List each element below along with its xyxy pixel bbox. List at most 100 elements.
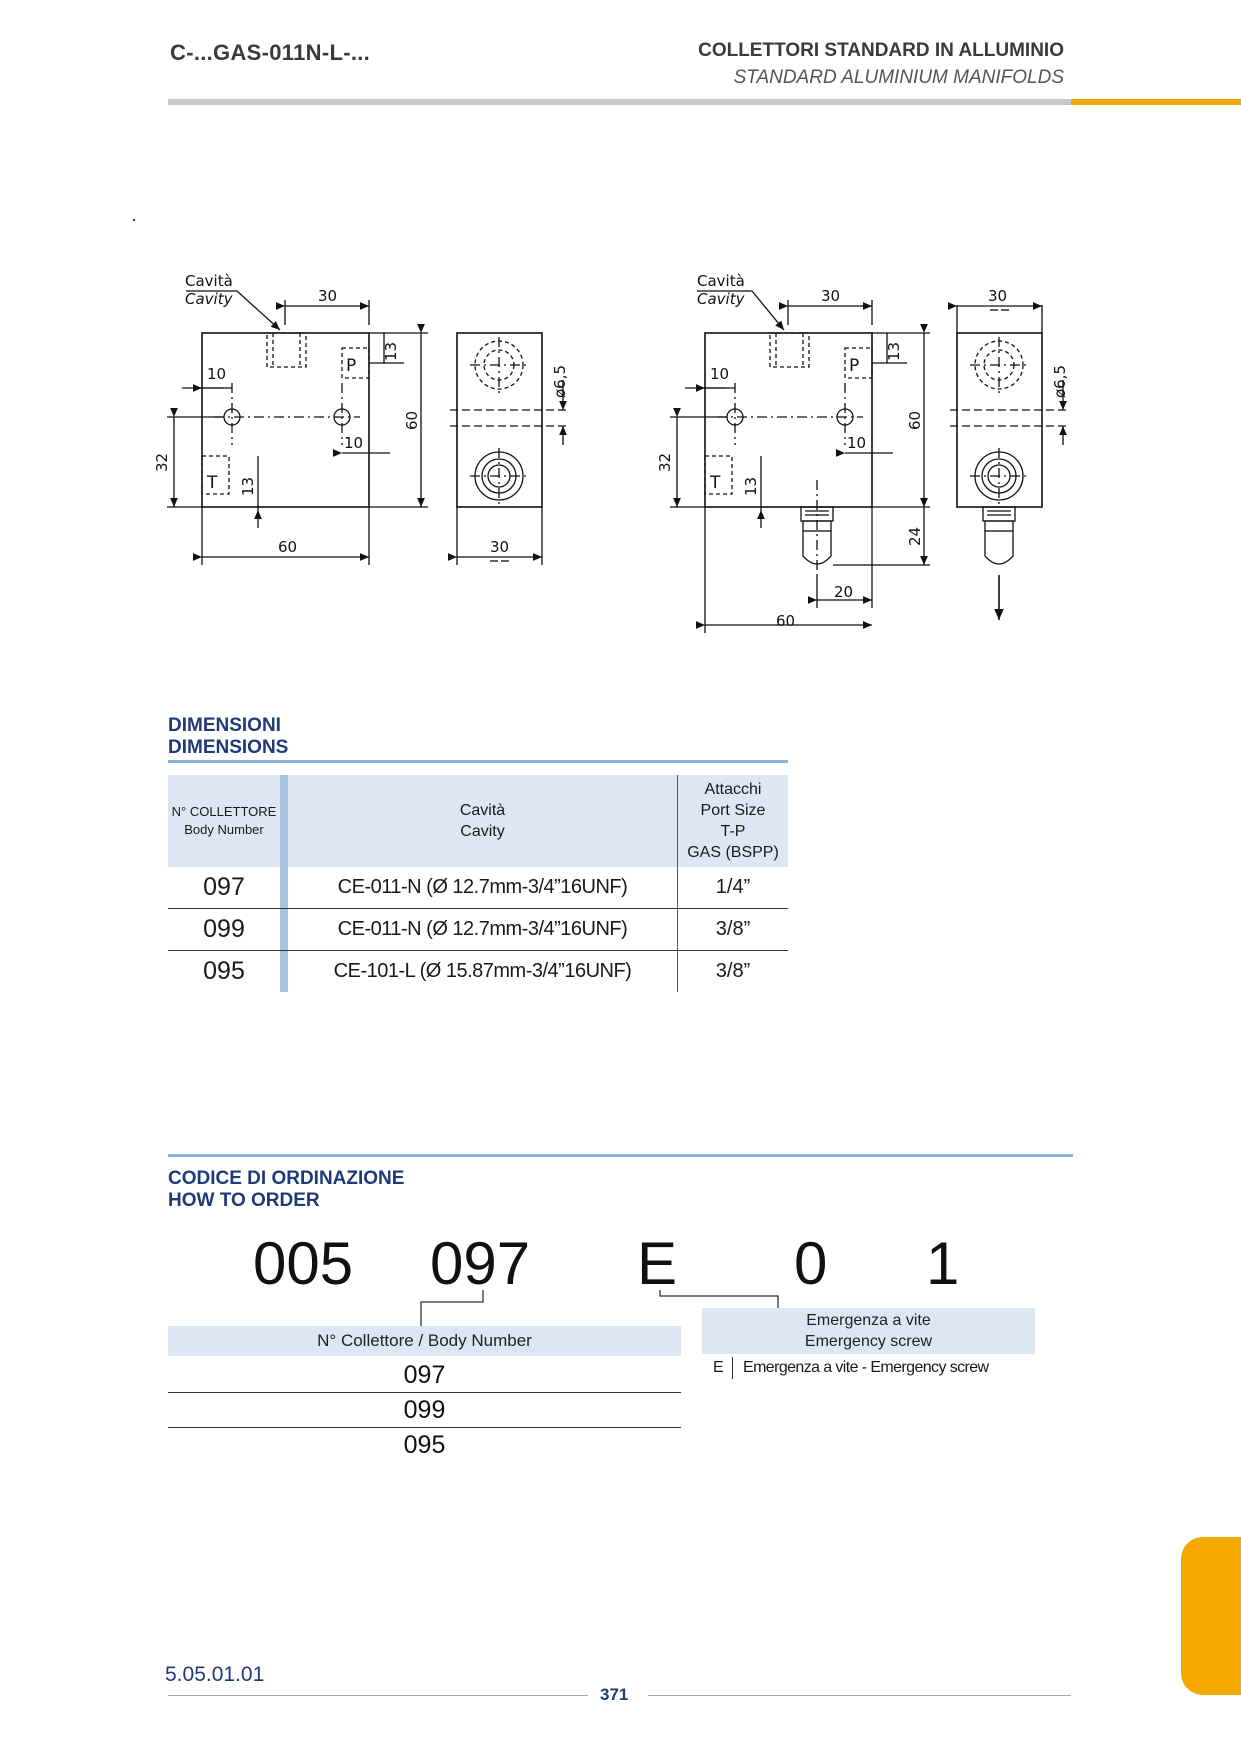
front-view-right [670, 290, 930, 633]
emergency-header-it: Emergenza a vite [806, 1312, 931, 1329]
dim-10-left-b: 10 [344, 434, 363, 452]
code-part-2: 097 [430, 1230, 531, 1297]
order-title-en: HOW TO ORDER [168, 1190, 320, 1211]
dim-60-right-left: 60 [403, 411, 421, 430]
cell-cavity: CE-011-N (Ø 12.7mm-3/4”16UNF) [337, 918, 628, 940]
column-rule [677, 909, 678, 950]
col-body-number-header: N° COLLETTORE Body Number [168, 775, 280, 867]
cell-cavity: CE-101-L (Ø 15.87mm-3/4”16UNF) [333, 960, 632, 982]
technical-drawing: Cavità Cavity 30 P T 10 10 60 30 13 60 3… [153, 272, 1070, 633]
cavity-label-it-left: Cavità [185, 272, 233, 290]
dim-20-right: 20 [834, 583, 853, 601]
list-item: 097 [168, 1358, 681, 1393]
dimensions-title-it: DIMENSIONI [168, 715, 281, 736]
column-separator [280, 951, 288, 992]
port-p-right: P [849, 356, 859, 376]
dimensions-table: N° COLLETTORE Body Number Cavità Cavity … [168, 775, 788, 992]
col-cavity-header: Cavità Cavity [288, 775, 677, 867]
code-part-4: 0 [794, 1230, 828, 1297]
dim-6-5-right: ø6,5 [1051, 365, 1069, 398]
product-code: C-...GAS-011N-L-... [170, 40, 371, 65]
dim-13-bottom-right: 13 [742, 477, 760, 496]
code-part-3: E [637, 1230, 678, 1297]
cell-port-size: 1/4” [715, 876, 751, 898]
dim-6-5-left: ø6,5 [551, 365, 569, 398]
col2-en: Cavity [460, 823, 505, 840]
stray-dot [133, 219, 135, 221]
cell-body-number: 097 [203, 873, 245, 901]
dim-10-left-a: 10 [207, 365, 226, 383]
dimensions-table-header: N° COLLETTORE Body Number Cavità Cavity … [168, 775, 788, 867]
cavity-label-en-left: Cavity [185, 290, 234, 308]
emergency-header-en: Emergency screw [804, 1333, 933, 1350]
column-separator [280, 867, 288, 908]
emergency-option-row: E Emergenza a vite - Emergency screw [713, 1357, 989, 1379]
table-row: 095 CE-101-L (Ø 15.87mm-3/4”16UNF) 3/8” [168, 951, 788, 992]
col3-l2: Port Size [700, 802, 766, 819]
dim-13-top-left: 13 [382, 342, 400, 361]
dimensions-underline [168, 760, 788, 763]
port-p-left: P [346, 356, 356, 376]
dim-30-bottom-side-left: 30 [490, 538, 509, 556]
dim-60-right-right: 60 [906, 411, 924, 430]
code-brackets [420, 1290, 779, 1328]
dimensions-title: DIMENSIONI DIMENSIONS [168, 715, 288, 759]
dim-10-right-b: 10 [847, 434, 866, 452]
cell-cavity: CE-011-N (Ø 12.7mm-3/4”16UNF) [337, 876, 628, 898]
emergency-header: Emergenza a vite Emergency screw [702, 1308, 1035, 1354]
front-view-left [167, 290, 428, 565]
cell-body-number: 095 [203, 957, 245, 985]
dim-24-right: 24 [906, 527, 924, 546]
order-title: CODICE DI ORDINAZIONE HOW TO ORDER [168, 1168, 404, 1212]
footer-rule-right [648, 1695, 1071, 1696]
header-accent-bar [1071, 99, 1241, 105]
dim-13-bottom-left: 13 [239, 477, 257, 496]
col3-l1: Attacchi [704, 781, 762, 798]
list-item: 099 [168, 1393, 681, 1428]
footer-rule-left [168, 1695, 588, 1696]
body-number-header: N° Collettore / Body Number [168, 1326, 681, 1356]
dim-32-right: 32 [656, 453, 674, 472]
side-view-left [447, 332, 570, 565]
code-part-5: 1 [926, 1230, 960, 1297]
dim-30-top-right: 30 [821, 287, 840, 305]
dim-60-bottom-left: 60 [278, 538, 297, 556]
dim-30-top-side-right: 30 [988, 287, 1007, 305]
col2-it: Cavità [459, 802, 506, 819]
dim-30-top-left: 30 [318, 287, 337, 305]
dimensions-title-en: DIMENSIONS [168, 737, 289, 758]
cavity-label-en-right: Cavity [697, 290, 746, 308]
list-item: 095 [403, 1431, 446, 1459]
cavity-label-it-right: Cavità [697, 272, 745, 290]
port-t-right: T [709, 473, 721, 493]
page-title-it: COLLETTORI STANDARD IN ALLUMINIO [698, 40, 1064, 61]
emergency-option-desc: Emergenza a vite - Emergency screw [743, 1359, 989, 1376]
section-tab [1181, 1537, 1241, 1695]
page-title-en: STANDARD ALUMINIUM MANIFOLDS [733, 67, 1064, 88]
column-separator [280, 909, 288, 950]
col-port-size-header: Attacchi Port Size T-P GAS (BSPP) [678, 775, 788, 867]
side-view-right [947, 302, 1070, 620]
dim-32-left: 32 [153, 453, 171, 472]
column-rule [677, 775, 678, 867]
cell-port-size: 3/8” [715, 918, 751, 940]
col1-en: Body Number [184, 822, 264, 837]
cell-body-number: 099 [203, 915, 245, 943]
table-row: 099 CE-011-N (Ø 12.7mm-3/4”16UNF) 3/8” [168, 909, 788, 951]
order-title-it: CODICE DI ORDINAZIONE [168, 1168, 405, 1189]
page-number: 371 [600, 1685, 629, 1704]
cell-port-size: 3/8” [715, 960, 751, 982]
dim-60-bottom-right: 60 [776, 612, 795, 630]
order-topline [168, 1154, 1073, 1157]
column-rule [677, 951, 678, 992]
port-t-left: T [206, 473, 218, 493]
column-separator [280, 775, 288, 867]
column-rule [677, 867, 678, 908]
dim-10-right-a: 10 [710, 365, 729, 383]
code-part-1: 005 [253, 1230, 354, 1297]
col3-l4: GAS (BSPP) [687, 844, 779, 861]
col1-it: N° COLLETTORE [171, 804, 277, 819]
table-row: 097 CE-011-N (Ø 12.7mm-3/4”16UNF) 1/4” [168, 867, 788, 909]
